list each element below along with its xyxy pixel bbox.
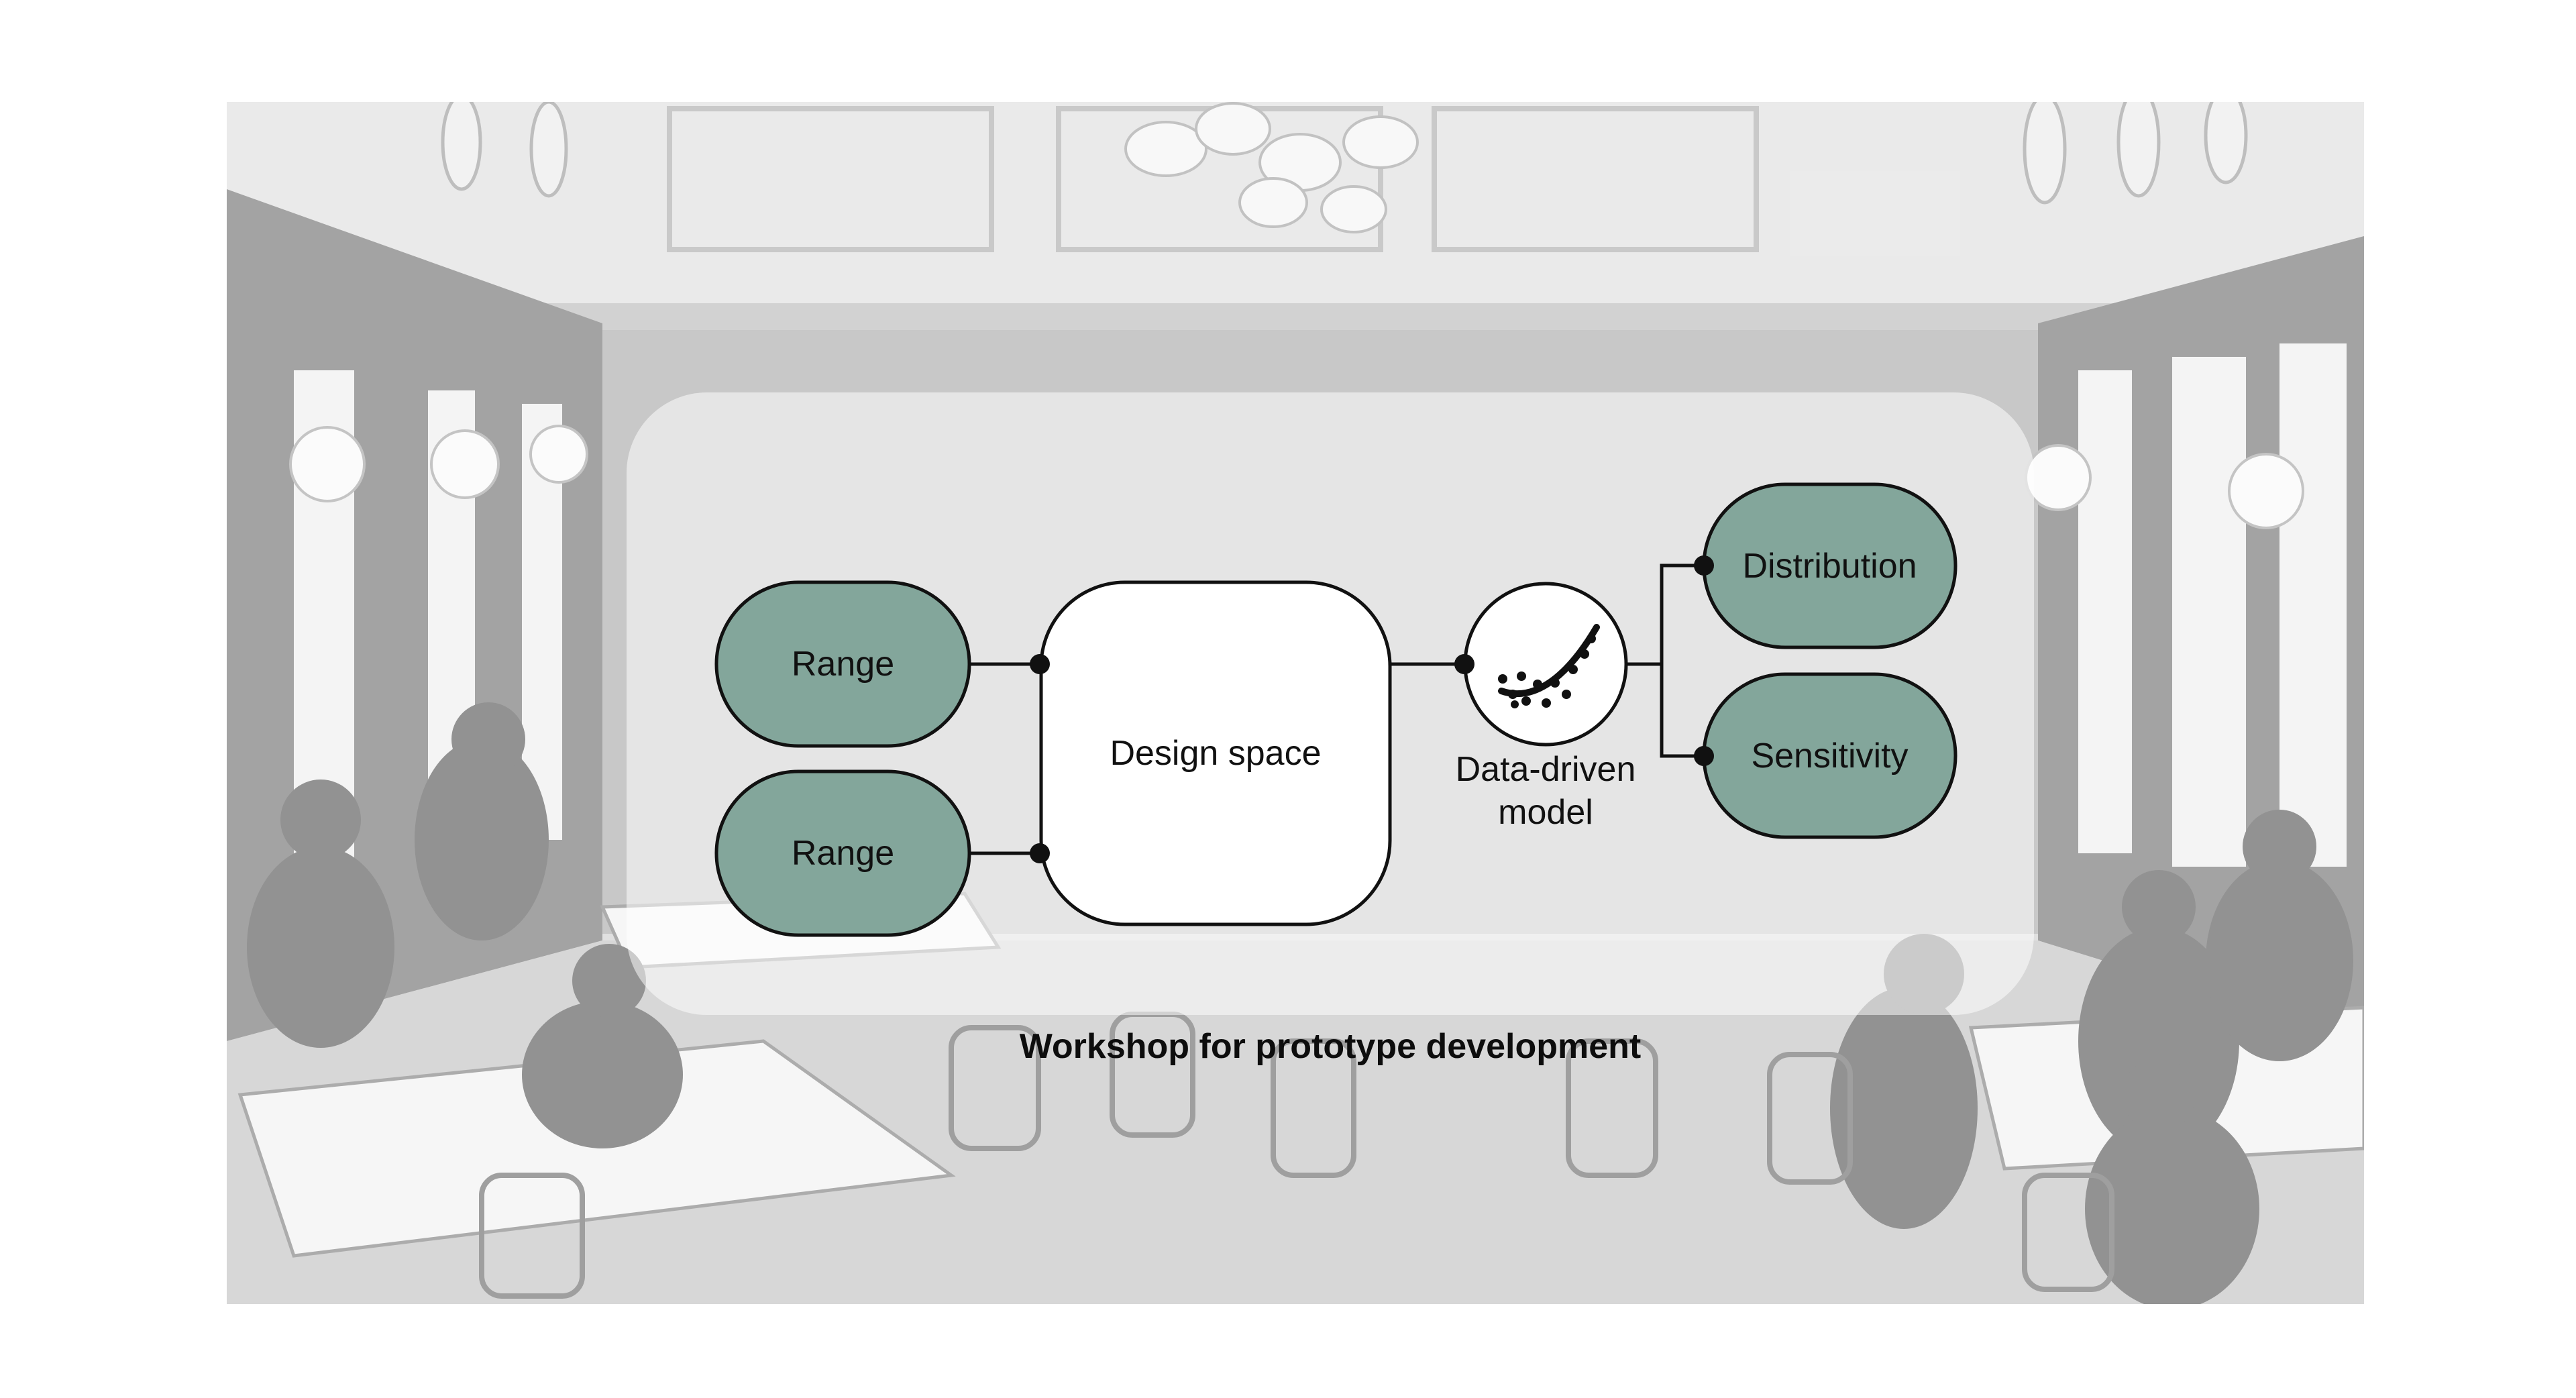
design-space-node bbox=[1039, 580, 1392, 926]
model-node bbox=[1463, 582, 1628, 747]
input-node-1 bbox=[714, 580, 971, 748]
junction-dot bbox=[1454, 654, 1474, 674]
input-node-2 bbox=[714, 769, 971, 937]
connector-model-outputs bbox=[1626, 563, 1704, 758]
diagram-caption: Workshop for prototype development bbox=[1019, 1027, 1642, 1066]
regression-curve-icon bbox=[1498, 624, 1600, 708]
junction-dot bbox=[1694, 555, 1714, 576]
output-node-distribution bbox=[1702, 482, 1957, 649]
junction-dots bbox=[1030, 555, 1714, 863]
junction-dot bbox=[1694, 746, 1714, 766]
junction-dot bbox=[1030, 843, 1050, 863]
output-node-sensitivity bbox=[1702, 672, 1957, 839]
connectors bbox=[969, 563, 1704, 855]
junction-dot bbox=[1030, 654, 1050, 674]
